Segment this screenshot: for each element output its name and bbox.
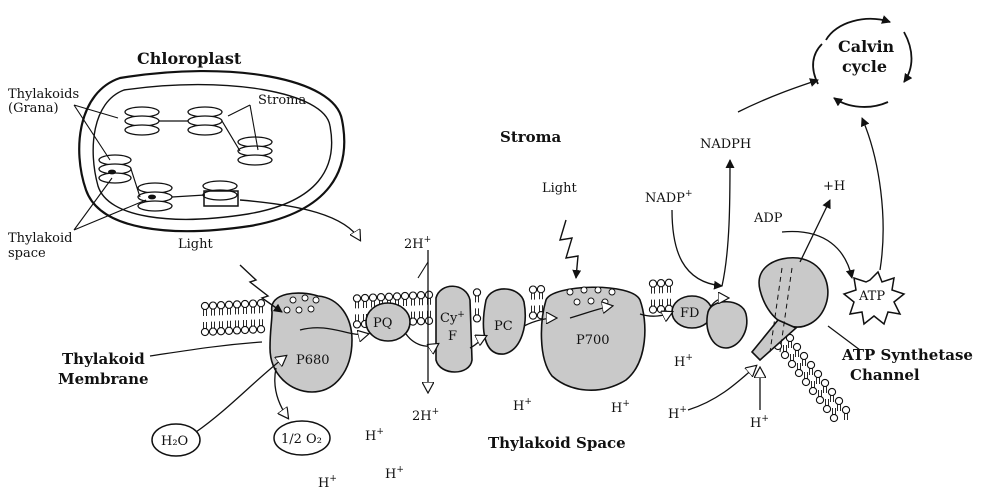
calvin-label-line1: Calvin [838, 37, 895, 56]
stroma-small-label: Stroma [258, 93, 306, 108]
svg-text:H+: H+ [674, 353, 693, 370]
svg-text:H+: H+ [318, 474, 337, 490]
plus-h-label: +H [823, 179, 845, 194]
fnr-enzyme [707, 302, 747, 348]
pc-label: PC [494, 319, 513, 334]
atp-synthetase-label-line2: Channel [850, 366, 920, 384]
fd-label: FD [680, 306, 699, 321]
atp-label: ATP [858, 289, 885, 304]
cytochrome-label-line2: F [448, 329, 457, 344]
light-bolt-center [560, 220, 578, 278]
zoom-arrow [240, 200, 360, 240]
calvin-label-line2: cycle [842, 57, 887, 76]
grana-stacks [99, 107, 272, 211]
light-label-center: Light [542, 181, 577, 196]
svg-text:H+: H+ [513, 397, 532, 414]
light-label-left: Light [178, 237, 213, 252]
svg-text:H+: H+ [611, 399, 630, 416]
thylakoid-space-label-line1: Thylakoid [8, 231, 72, 246]
p680-label: P680 [296, 353, 330, 368]
h2o-label: H₂O [161, 434, 188, 449]
half-o2-label: 1/2 O₂ [281, 432, 322, 447]
h-plus-markers: H+ H+ H+ H+ H+ H+ H+ H+ [318, 353, 769, 490]
svg-text:H+: H+ [365, 427, 384, 444]
thylakoid-membrane-label-line1: Thylakoid [62, 350, 145, 368]
pq-label: PQ [373, 316, 392, 331]
two-h-top-label: 2H+ [404, 235, 431, 252]
chloroplast-inset [74, 71, 360, 240]
thylakoids-label-line1: Thylakoids [8, 87, 79, 102]
thylakoid-membrane-label-line2: Membrane [58, 370, 149, 388]
p700-label: P700 [576, 333, 610, 348]
nadph-label: NADPH [700, 137, 751, 152]
stroma-label: Stroma [500, 128, 562, 146]
svg-text:H+: H+ [750, 414, 769, 431]
svg-text:H+: H+ [668, 405, 687, 422]
atp-synthetase-label-line1: ATP Synthetase [841, 346, 973, 364]
thylakoid-space-title: Thylakoid Space [488, 434, 626, 452]
nadp-label: NADP+ [645, 189, 692, 206]
adp-label: ADP [753, 211, 783, 226]
thylakoids-label-line2: (Grana) [8, 101, 59, 116]
svg-text:H+: H+ [385, 465, 404, 482]
chloroplast-title: Chloroplast [137, 49, 242, 68]
atp-synthetase [752, 258, 828, 360]
two-h-bottom-label: 2H+ [412, 407, 439, 424]
thylakoid-space-label-line2: space [8, 246, 46, 261]
